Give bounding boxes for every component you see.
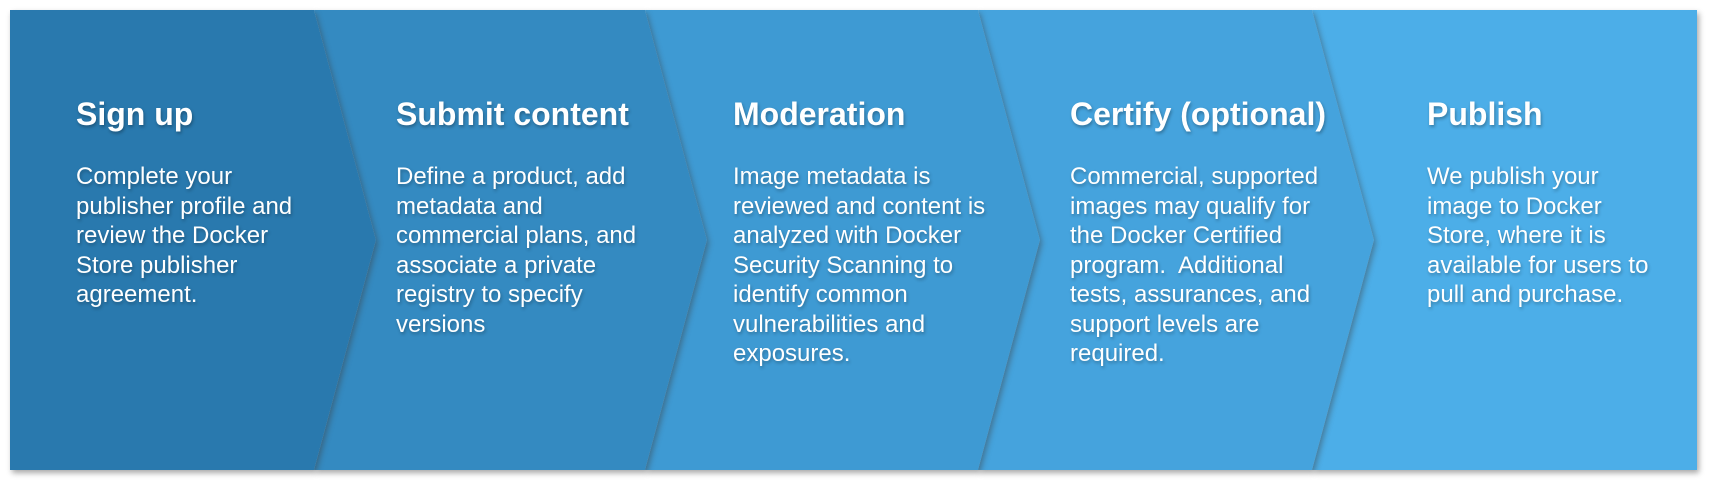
step-publish: Publish We publish your image to Docker … (1312, 10, 1697, 470)
step-description: Image metadata is reviewed and content i… (733, 163, 986, 367)
step-title: Certify (optional) (1070, 96, 1326, 132)
step-title: Sign up (76, 96, 194, 132)
step-title: Moderation (733, 96, 906, 132)
step-content: Publish We publish your image to Docker … (1427, 96, 1709, 310)
step-content: Moderation Image metadata is reviewed an… (733, 96, 1015, 369)
step-description: Define a product, add metadata and comme… (396, 163, 637, 338)
step-description: We publish your image to Docker Store, w… (1427, 163, 1649, 308)
step-content: Sign up Complete your publisher profile … (76, 96, 358, 310)
chevron-arrow-shape (645, 10, 1040, 470)
step-sign-up: Sign up Complete your publisher profile … (10, 10, 376, 470)
step-description: Complete your publisher profile and revi… (76, 163, 293, 308)
step-submit-content: Submit content Define a product, add met… (314, 10, 707, 470)
step-content: Submit content Define a product, add met… (396, 96, 678, 339)
chevron-arrow-shape (978, 10, 1374, 470)
step-content: Certify (optional) Commercial, supported… (1070, 96, 1352, 369)
chevron-arrow-shape (10, 10, 376, 470)
step-certify: Certify (optional) Commercial, supported… (978, 10, 1374, 470)
step-title: Publish (1427, 96, 1543, 132)
step-description: Commercial, supported images may qualify… (1070, 163, 1319, 367)
chevron-arrow-shape (314, 10, 707, 470)
step-moderation: Moderation Image metadata is reviewed an… (645, 10, 1040, 470)
chevron-arrow-shape (1312, 10, 1697, 470)
step-title: Submit content (396, 96, 629, 132)
